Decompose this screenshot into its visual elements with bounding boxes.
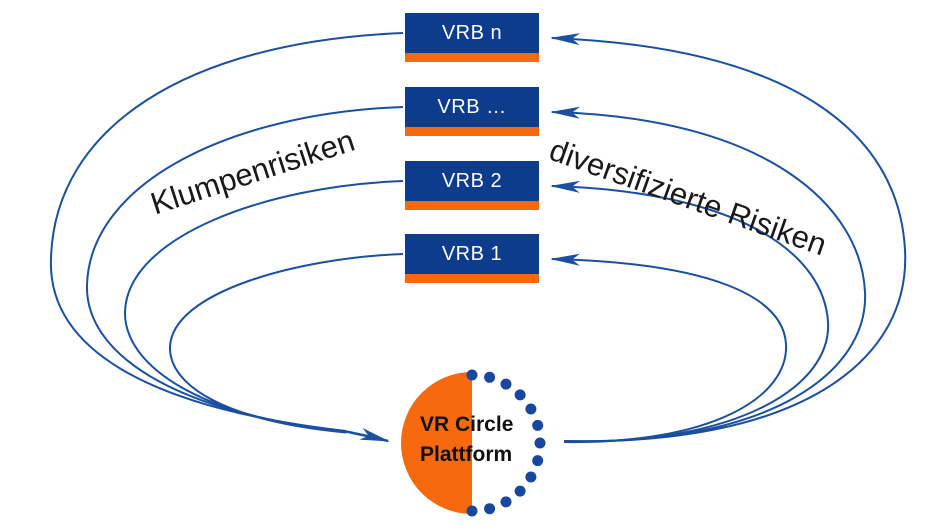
- left-arcs-group: [49, 32, 404, 443]
- platform-label-line2: Plattform: [420, 443, 513, 466]
- flow-arc-left-vrb-2: [123, 180, 404, 433]
- box-vrb-n: VRB n: [405, 13, 539, 62]
- flow-arc-right-vrb-ellipsis: [550, 106, 867, 443]
- flow-arc-right-vrb-1: [550, 253, 788, 444]
- box-vrb-ellipsis: VRB …: [405, 87, 539, 136]
- box-vrb-1: VRB 1: [405, 234, 539, 283]
- box-vrb-n-label: VRB n: [441, 21, 503, 44]
- flow-arc-left-vrb-1: [168, 253, 404, 434]
- platform-dots: [466, 369, 546, 517]
- flow-arc-right-vrb-n: [550, 33, 907, 443]
- right-arcs-group: [550, 33, 907, 444]
- box-vrb-1-label: VRB 1: [441, 242, 503, 265]
- box-vrb-2-label: VRB 2: [441, 169, 503, 192]
- flow-arc-left-vrb-ellipsis: [85, 106, 404, 433]
- box-vrb-2: VRB 2: [405, 161, 539, 210]
- platform-label: VR Circle Plattform: [420, 410, 540, 470]
- flow-arc-left-vrb-n: [49, 32, 404, 432]
- flow-arc-right-vrb-2: [550, 180, 830, 443]
- platform-label-line1: VR Circle: [420, 413, 514, 436]
- box-vrb-ellipsis-label: VRB …: [437, 95, 507, 118]
- platform-semicircle: [401, 372, 472, 514]
- arrow-to-platform: [345, 427, 390, 443]
